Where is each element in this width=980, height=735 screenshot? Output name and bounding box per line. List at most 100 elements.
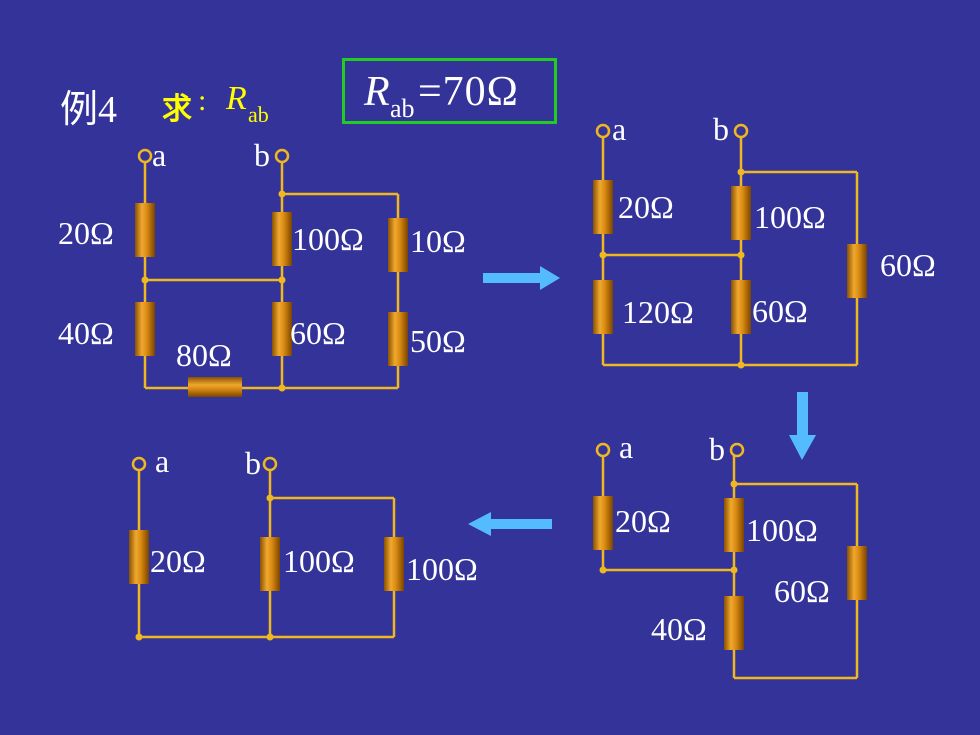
example-number: 4 (98, 89, 118, 131)
resistor-20 (135, 203, 155, 257)
label-60: 60Ω (290, 315, 346, 351)
terminal-b-icon (262, 456, 278, 472)
terminal-b-label: b (709, 431, 725, 467)
label-100: 100Ω (283, 543, 355, 579)
terminal-a-icon (595, 123, 611, 139)
junction-dot (737, 168, 745, 176)
terminal-a-label: a (155, 443, 169, 479)
resistor-40 (135, 302, 155, 356)
resistor-100 (724, 498, 744, 552)
label-60: 60Ω (774, 573, 830, 609)
arrow-down-icon (789, 392, 816, 460)
resistor-10 (388, 218, 408, 272)
example-char: 例 (60, 87, 99, 131)
label-20: 20Ω (150, 543, 206, 579)
resistor-60 (731, 280, 751, 334)
label-40: 40Ω (58, 315, 114, 351)
label-20: 20Ω (615, 503, 671, 539)
label-40: 40Ω (651, 611, 707, 647)
circuit-2-nodes (599, 168, 745, 369)
circuit-1-terminals (137, 148, 290, 164)
junction-dot (141, 276, 149, 284)
label-120: 120Ω (622, 294, 694, 330)
circuit-3-resistors (593, 496, 867, 650)
label-60: 60Ω (752, 293, 808, 329)
junction-dot (278, 190, 286, 198)
resistor-60 (847, 546, 867, 600)
terminal-b-label: b (245, 445, 261, 481)
arrow-left-icon (468, 512, 552, 536)
answer-symbol-sub: ab (390, 94, 415, 123)
question-colon: : (198, 84, 207, 117)
resistor-20 (593, 180, 613, 234)
label-20: 20Ω (618, 189, 674, 225)
resistor-100 (384, 537, 404, 591)
junction-dot (599, 251, 607, 259)
circuit-4-nodes (135, 494, 274, 641)
question-symbol-r: R (226, 80, 247, 117)
resistor-50 (388, 312, 408, 366)
resistor-100 (731, 186, 751, 240)
answer-value: =70Ω (418, 69, 519, 115)
circuit-2-labels: a b 20Ω 120Ω 100Ω 60Ω 60Ω (612, 111, 936, 330)
junction-dot (737, 361, 745, 369)
junction-dot (266, 633, 274, 641)
circuit-1-resistors (135, 203, 408, 397)
answer-box (342, 58, 557, 124)
terminal-b-label: b (713, 111, 729, 147)
terminal-a-label: a (152, 137, 166, 173)
junction-dot (730, 480, 738, 488)
junction-dot (278, 384, 286, 392)
label-80: 80Ω (176, 337, 232, 373)
circuit-2 (601, 137, 859, 367)
circuit-3-labels: a b 20Ω 100Ω 40Ω 60Ω (615, 429, 830, 647)
junction-dot (737, 251, 745, 259)
answer-symbol-r: R (364, 69, 390, 115)
label-100: 100Ω (406, 551, 478, 587)
circuit-3-nodes (599, 480, 738, 574)
resistor-60 (272, 302, 292, 356)
resistor-100 (272, 212, 292, 266)
label-100: 100Ω (754, 199, 826, 235)
circuit-2-terminals (595, 123, 749, 139)
terminal-a-icon (137, 148, 153, 164)
junction-dot (730, 566, 738, 574)
circuit-1-labels: a b 20Ω 40Ω 80Ω 100Ω 60Ω 10Ω 50Ω (58, 137, 466, 373)
terminal-b-icon (729, 442, 745, 458)
terminal-b-icon (274, 148, 290, 164)
circuit-4-resistors (129, 530, 404, 591)
circuit-2-resistors (593, 180, 867, 334)
label-10: 10Ω (410, 223, 466, 259)
circuit-3-terminals (595, 442, 745, 458)
question-symbol-sub: ab (248, 102, 269, 127)
example-label: 例4 (60, 78, 117, 133)
resistor-60 (847, 244, 867, 298)
junction-dot (135, 633, 143, 641)
label-60: 60Ω (880, 247, 936, 283)
circuit-4-labels: a b 20Ω 100Ω 100Ω (150, 443, 478, 587)
junction-dot (266, 494, 274, 502)
label-100: 100Ω (292, 221, 364, 257)
junction-dot (599, 566, 607, 574)
resistor-20 (129, 530, 149, 584)
label-20: 20Ω (58, 215, 114, 251)
terminal-b-label: b (254, 137, 270, 173)
terminal-a-icon (595, 442, 611, 458)
circuit-4-terminals (131, 456, 278, 472)
resistor-100 (260, 537, 280, 591)
label-100: 100Ω (746, 512, 818, 548)
question-label: 求 (162, 92, 192, 127)
terminal-a-label: a (612, 111, 626, 147)
resistor-80 (188, 377, 242, 397)
terminal-a-icon (131, 456, 147, 472)
resistor-40 (724, 596, 744, 650)
terminal-b-icon (733, 123, 749, 139)
terminal-a-label: a (619, 429, 633, 465)
arrow-right-icon (483, 266, 560, 290)
circuit-1-nodes (141, 190, 286, 392)
label-50: 50Ω (410, 323, 466, 359)
resistor-120 (593, 280, 613, 334)
junction-dot (278, 276, 286, 284)
resistor-20 (593, 496, 613, 550)
